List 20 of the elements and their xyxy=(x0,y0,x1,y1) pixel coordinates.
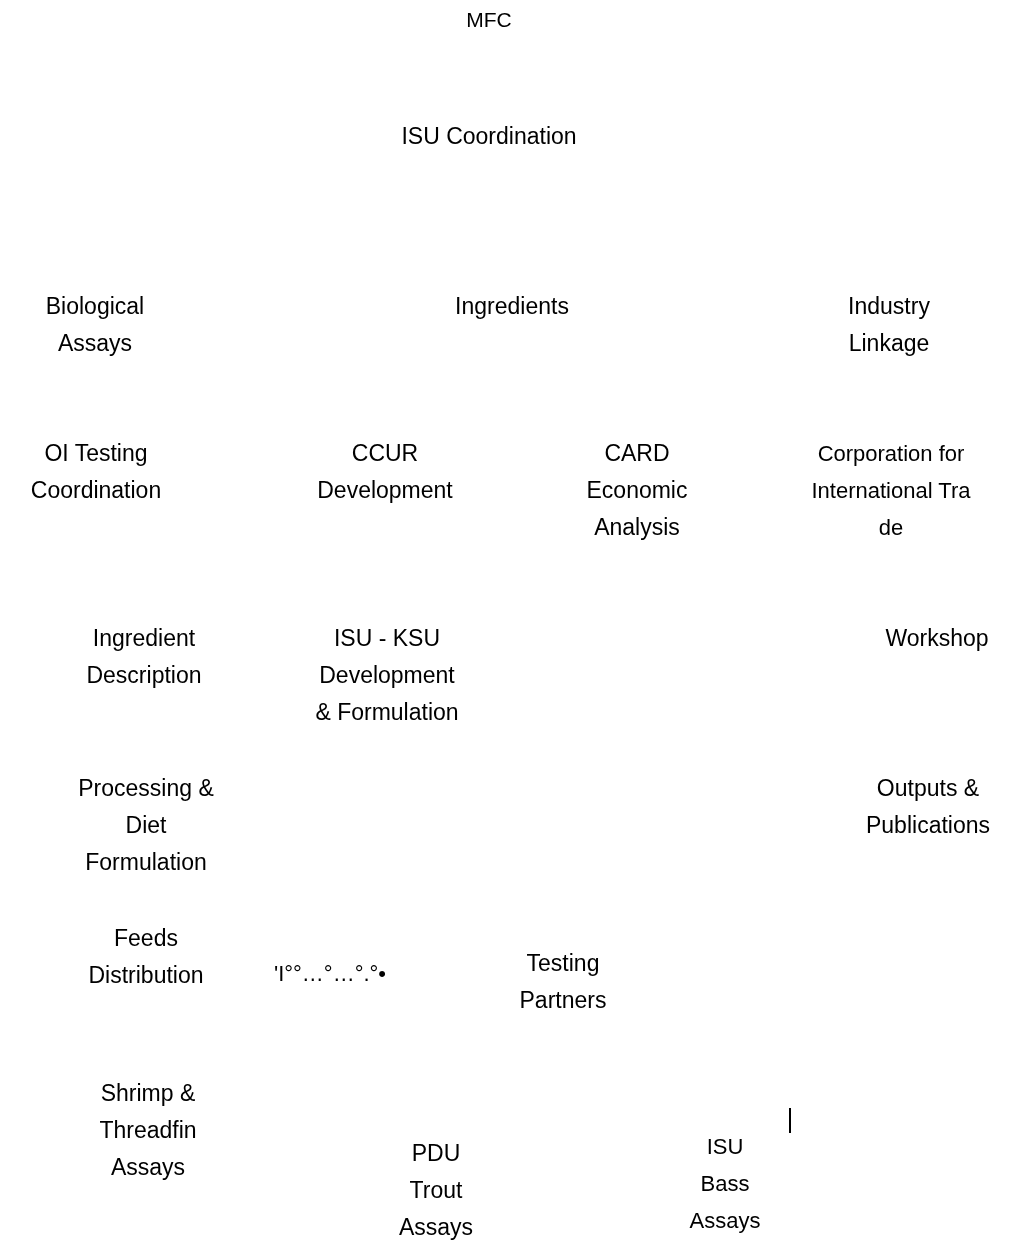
label-text: ISU - KSU Development & Formulation xyxy=(314,624,460,727)
label-text: PDU Trout Assays xyxy=(397,1139,475,1242)
label-text: Testing Partners xyxy=(518,949,608,1015)
label-text: Ingredients xyxy=(454,292,570,321)
label-text: ISU Bass Assays xyxy=(688,1133,762,1235)
label-text: Feeds Distribution xyxy=(87,924,205,990)
label-text: Workshop xyxy=(884,624,990,653)
label-text: Processing & Diet Formulation xyxy=(77,774,215,877)
label-text: CCUR Development xyxy=(316,439,454,505)
label-text: Shrimp & Threadfin Assays xyxy=(98,1079,198,1182)
label-text: Ingredient Description xyxy=(85,624,203,690)
label-text: Corporation for International Tra de xyxy=(810,440,972,542)
label-text: OI Testing Coordination xyxy=(29,439,163,505)
label-text: 'I°°…°…°.°• xyxy=(272,960,388,988)
label-text: Outputs & Publications xyxy=(865,774,991,840)
label-text: Industry Linkage xyxy=(847,292,931,358)
label-text: Biological Assays xyxy=(44,292,146,358)
label-text: CARD Economic Analysis xyxy=(585,439,689,542)
diagram-title: MFC xyxy=(466,8,512,32)
label-text: ISU Coordination xyxy=(400,122,578,151)
